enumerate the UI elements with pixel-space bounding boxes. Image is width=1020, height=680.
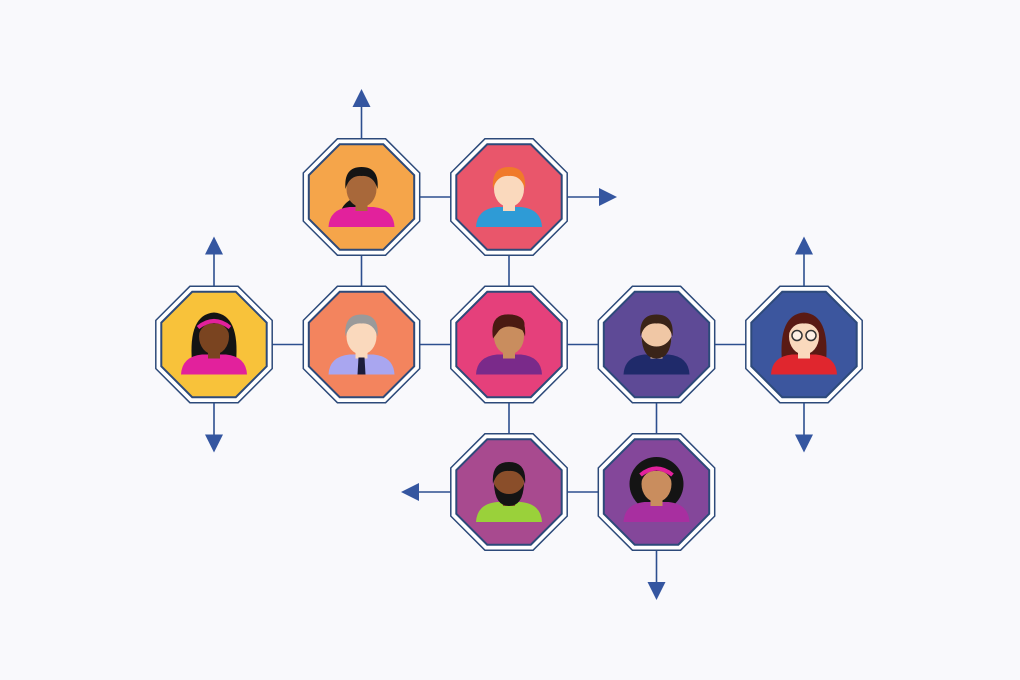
shirt — [476, 207, 542, 227]
shirt — [328, 207, 395, 227]
hair-top — [345, 167, 378, 189]
shirt — [476, 502, 542, 522]
person-nodes — [155, 138, 863, 551]
hair-top — [197, 314, 231, 337]
arrow-right-icon — [599, 188, 617, 206]
headband — [639, 466, 674, 477]
shirt — [623, 354, 690, 375]
hair-top — [640, 314, 673, 337]
shirt — [476, 354, 542, 375]
face — [346, 171, 377, 207]
person-node — [155, 285, 273, 404]
person-avatar-icon — [476, 462, 542, 522]
glasses-left — [791, 329, 803, 342]
beard — [494, 484, 524, 506]
hair-top — [492, 167, 526, 189]
person-avatar-icon — [623, 457, 690, 522]
person-node — [450, 138, 568, 256]
arrow-up-icon — [795, 236, 813, 255]
hair-top — [345, 314, 378, 337]
person-node — [450, 433, 568, 551]
person-node — [450, 285, 568, 404]
person-avatar-icon — [328, 314, 395, 375]
headband — [196, 319, 232, 330]
hair-top — [640, 462, 673, 484]
person-node — [597, 285, 716, 404]
necktie — [357, 357, 366, 375]
face — [789, 318, 819, 355]
face — [641, 466, 672, 502]
glasses-right — [805, 329, 817, 342]
beard — [641, 336, 672, 359]
person-avatar-icon — [328, 167, 395, 227]
face — [346, 318, 377, 355]
arrow-down-icon — [205, 434, 223, 453]
person-avatar-icon — [623, 314, 690, 375]
person-node — [302, 285, 421, 404]
arrow-down-icon — [795, 434, 813, 453]
person-node — [597, 433, 716, 551]
arrow-up-icon — [352, 89, 371, 107]
shirt — [771, 354, 837, 375]
face — [494, 171, 524, 207]
person-avatar-icon — [771, 312, 837, 375]
hair-top — [787, 314, 821, 337]
person-node — [302, 138, 421, 256]
arrow-left-icon — [401, 483, 419, 501]
hair-bob — [492, 314, 525, 339]
person-node — [745, 285, 863, 404]
person-avatar-icon — [476, 167, 542, 227]
shirt — [181, 354, 247, 375]
face — [199, 318, 229, 355]
person-avatar-icon — [181, 312, 247, 375]
shirt — [623, 502, 690, 522]
person-avatar-icon — [476, 314, 542, 375]
arrow-down-icon — [647, 582, 666, 600]
arrow-up-icon — [205, 236, 223, 255]
hair-top — [492, 462, 526, 484]
